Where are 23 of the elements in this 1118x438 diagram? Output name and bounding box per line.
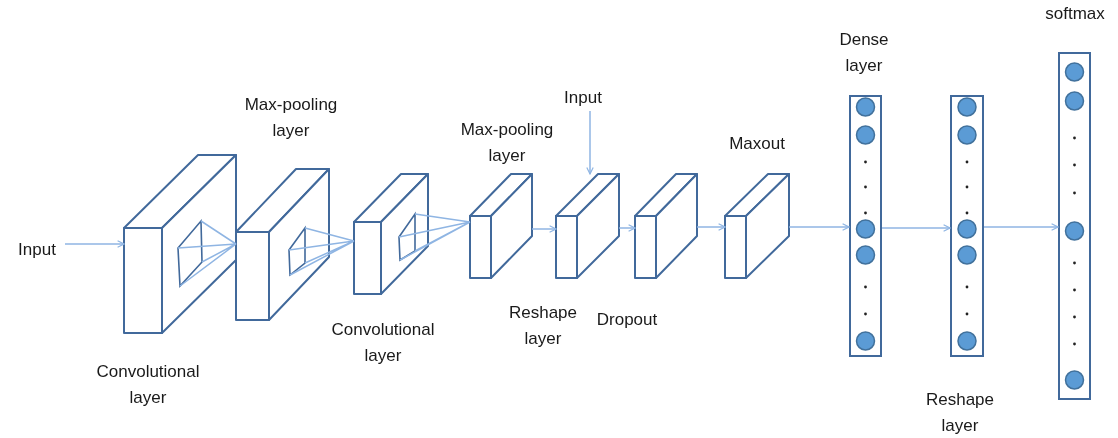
layer-label: Convolutional layer [95,361,201,409]
arrow [983,223,1059,231]
arrow [64,240,125,248]
arrow [696,223,726,231]
layer-label: Max-pooling layer [243,94,339,142]
projection-lines [398,213,471,261]
layer-label: Convolutional layer [330,319,436,367]
layer-label: Maxout [728,133,786,155]
arrow [788,223,850,231]
layer-label: Reshape layer [507,302,579,350]
projection-lines [288,227,355,276]
projection-lines [177,220,237,287]
arrow [531,225,557,233]
layer-label: Reshape layer [924,389,996,437]
input-label: Input [9,237,65,263]
layer-label: Dropout [595,309,659,331]
layer-label: softmax [1044,3,1106,25]
arrow [618,224,636,232]
arrow [586,110,594,175]
layer-label: Max-pooling layer [459,119,555,167]
input-label: Input [555,85,611,111]
arrow [881,224,951,232]
layer-label: Dense layer [838,29,890,77]
